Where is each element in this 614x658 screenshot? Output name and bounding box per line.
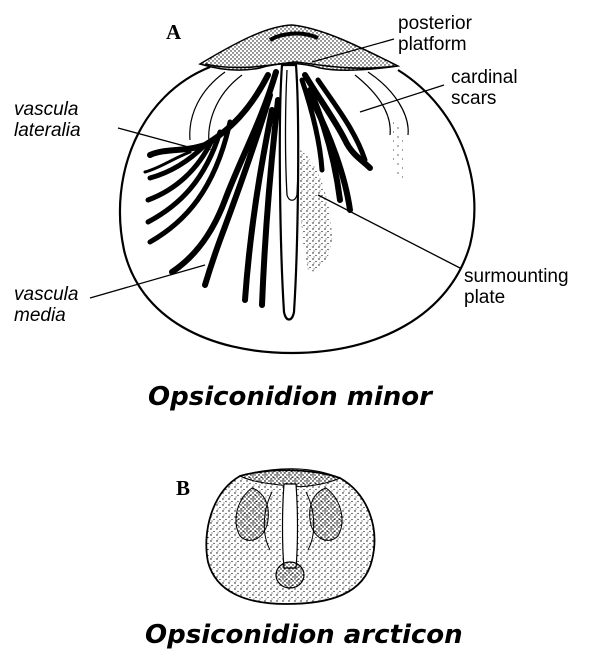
species-name-a: Opsiconidion minor: [148, 382, 432, 412]
label-surmounting-plate-line1: surmounting: [464, 266, 569, 287]
panel-b-letter: B: [176, 476, 190, 501]
label-surmounting-plate: surmounting plate: [464, 266, 569, 308]
label-cardinal-scars-line1: cardinal: [451, 67, 518, 88]
label-posterior-platform-line1: posterior: [398, 13, 472, 34]
label-posterior-platform: posterior platform: [398, 13, 472, 55]
label-vascula-media-line2: media: [14, 305, 78, 326]
panel-a-letter: A: [166, 20, 181, 45]
label-surmounting-plate-line2: plate: [464, 287, 569, 308]
label-posterior-platform-line2: platform: [398, 34, 472, 55]
shell-b-illustration: [206, 469, 374, 604]
shell-a-illustration: [120, 25, 474, 353]
label-cardinal-scars: cardinal scars: [451, 67, 518, 109]
label-vascula-lateralia-line2: lateralia: [14, 120, 81, 141]
label-cardinal-scars-line2: scars: [451, 88, 518, 109]
species-name-b: Opsiconidion arcticon: [145, 620, 463, 650]
label-vascula-lateralia: vascula lateralia: [14, 99, 81, 141]
surmounting-plate-shape: [280, 65, 298, 320]
label-vascula-media-line1: vascula: [14, 284, 78, 305]
label-vascula-lateralia-line1: vascula: [14, 99, 81, 120]
label-vascula-media: vascula media: [14, 284, 78, 326]
